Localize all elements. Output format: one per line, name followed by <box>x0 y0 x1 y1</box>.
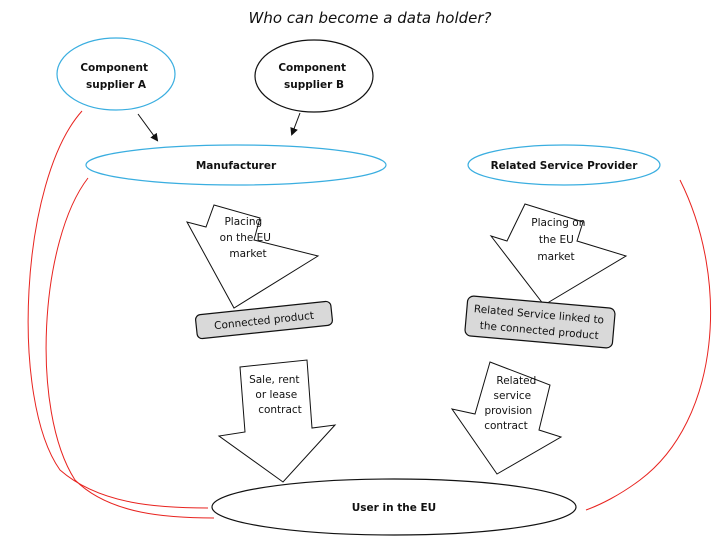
red-connector-outer-left <box>27 110 209 509</box>
svg-text:Component supplier A: Component supplier A <box>80 62 151 91</box>
related-service-provision-contract-arrow: Related service provision contract <box>450 361 563 475</box>
red-connector-inner-left <box>45 177 215 519</box>
user-in-eu-label: User in the EU <box>352 502 436 514</box>
placing-right-line-1: Placing on <box>531 217 585 229</box>
svg-text:Component supplier B: Component supplier B <box>278 62 349 91</box>
svg-text:Placing on the EU: Placing on the EU market <box>220 216 275 260</box>
sale-rent-lease-contract-arrow: Sale, rent or lease contract <box>217 359 337 483</box>
diagram-title: Who can become a data holder? <box>248 9 491 27</box>
placing-left-line-1: Placing <box>224 216 262 228</box>
placing-right-line-2: the EU <box>539 234 574 246</box>
component-supplier-a: Component supplier A <box>56 37 176 111</box>
manufacturer-label: Manufacturer <box>196 160 277 172</box>
supplier-b-line-2: supplier B <box>284 79 344 91</box>
svg-text:Placing on the EU: Placing on the EU market <box>531 217 588 263</box>
placing-on-market-right-arrow: Placing on the EU market <box>489 203 628 306</box>
svg-text:Related service pr: Related service provision contract <box>484 375 539 432</box>
contract-right-line-2: service <box>494 390 532 402</box>
supplier-b-to-manufacturer-arrow <box>290 112 301 136</box>
placing-on-market-left-arrow: Placing on the EU market <box>186 204 320 309</box>
contract-left-line-2: or lease <box>255 389 297 401</box>
contract-right-line-1: Related <box>496 375 536 387</box>
manufacturer-node: Manufacturer <box>85 144 387 186</box>
placing-right-line-3: market <box>537 251 574 263</box>
user-in-eu-node: User in the EU <box>211 478 577 536</box>
related-service-provider-node: Related Service Provider <box>467 144 661 186</box>
related-service-box: Related Service linked to the connected … <box>464 295 616 349</box>
placing-left-line-3: market <box>229 248 266 260</box>
supplier-a-line-1: Component <box>80 62 148 74</box>
supplier-a-to-manufacturer-arrow <box>137 113 159 142</box>
contract-right-line-3: provision <box>484 405 532 417</box>
related-service-provider-label: Related Service Provider <box>491 160 639 172</box>
component-supplier-b: Component supplier B <box>254 39 374 113</box>
placing-left-line-2: on the EU <box>220 232 271 244</box>
contract-left-line-3: contract <box>258 404 302 416</box>
supplier-a-line-2: supplier A <box>86 79 147 91</box>
supplier-b-line-1: Component <box>278 62 346 74</box>
red-connector-right <box>585 179 712 511</box>
svg-text:Sale, rent or lease: Sale, rent or lease contract <box>249 374 303 416</box>
connected-product-box: Connected product <box>195 300 333 340</box>
contract-right-line-4: contract <box>484 420 528 432</box>
contract-left-line-1: Sale, rent <box>249 374 299 386</box>
